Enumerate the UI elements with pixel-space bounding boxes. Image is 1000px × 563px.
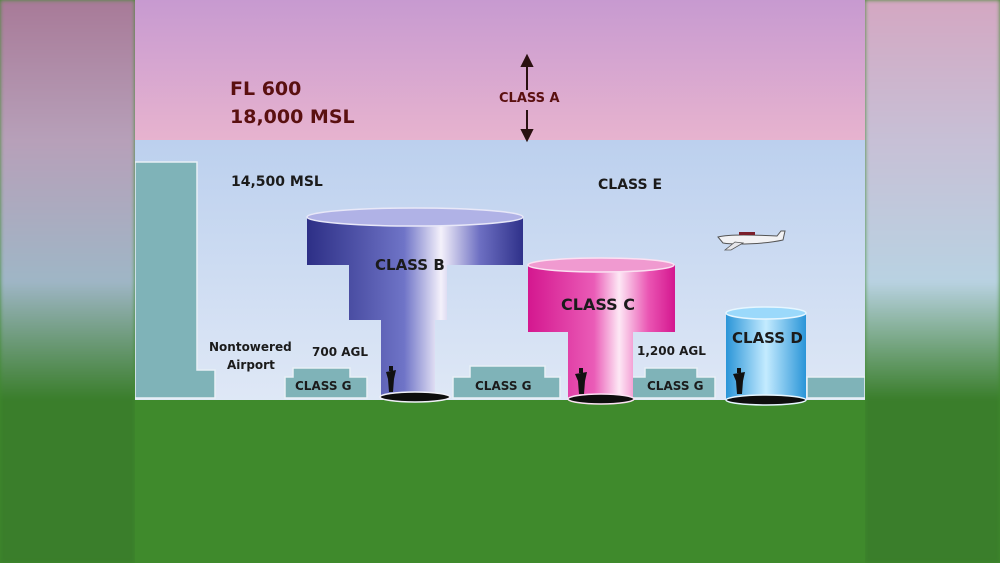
ground bbox=[135, 400, 865, 563]
airplane-icon bbox=[717, 230, 786, 251]
class-d-label: CLASS D bbox=[732, 329, 803, 347]
class-g-label: CLASS G bbox=[475, 379, 532, 393]
class-a-label: CLASS A bbox=[499, 91, 560, 106]
diagram-graphics bbox=[135, 0, 865, 563]
fl600-label: FL 600 bbox=[230, 78, 302, 100]
class-g-terrain-4 bbox=[806, 376, 865, 399]
class-a-band bbox=[135, 0, 865, 140]
class-b-airspace bbox=[306, 207, 524, 403]
up-arrow-icon bbox=[520, 53, 534, 90]
class-g-label: CLASS G bbox=[647, 379, 704, 393]
left-blur-border bbox=[0, 0, 135, 563]
mountain-terrain bbox=[135, 161, 216, 399]
airport-label: Airport bbox=[227, 358, 275, 372]
right-blur-border bbox=[865, 0, 1000, 563]
class-g-terrain-3 bbox=[629, 367, 716, 399]
msl18000-label: 18,000 MSL bbox=[230, 106, 355, 128]
airspace-diagram: FL 600 18,000 MSL CLASS A 14,500 MSL CLA… bbox=[135, 0, 865, 563]
class-e-label: CLASS E bbox=[598, 177, 663, 193]
msl14500-label: 14,500 MSL bbox=[231, 174, 323, 190]
class-c-label: CLASS C bbox=[561, 295, 635, 314]
control-tower-icon bbox=[575, 368, 587, 394]
class-g-label: CLASS G bbox=[295, 379, 352, 393]
class-g-terrain-1 bbox=[284, 367, 368, 399]
agl700-label: 700 AGL bbox=[312, 345, 369, 359]
class-b-label: CLASS B bbox=[375, 256, 445, 274]
agl1200-label: 1,200 AGL bbox=[637, 344, 706, 358]
class-c-airspace bbox=[527, 257, 675, 405]
down-arrow-icon bbox=[520, 110, 534, 143]
control-tower-icon bbox=[386, 366, 396, 392]
control-tower-icon bbox=[733, 368, 745, 394]
class-g-terrain-2 bbox=[452, 365, 561, 399]
nontowered-label: Nontowered bbox=[209, 340, 292, 354]
